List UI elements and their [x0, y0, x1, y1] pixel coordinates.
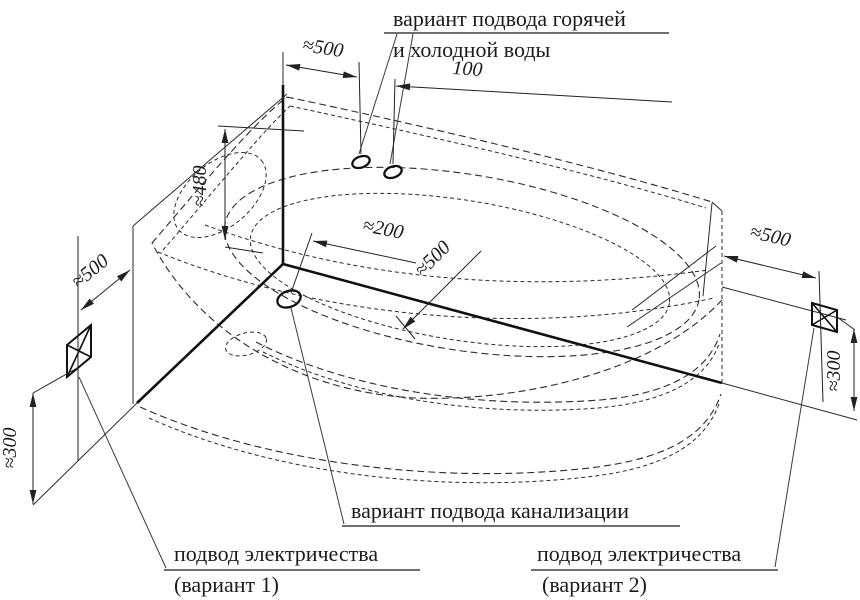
tub-drain-recess — [225, 331, 267, 357]
floor-left-extension — [32, 402, 138, 506]
extension-line — [217, 125, 305, 132]
label-text: вариант подвода канализации — [351, 498, 629, 523]
tub-apron-top-1 — [255, 333, 721, 403]
dim-100: 100 — [392, 57, 673, 165]
tub-right-end-panel-edge-1 — [702, 202, 713, 297]
dimension-text: ≈500 — [301, 34, 345, 62]
extension-line — [836, 316, 856, 331]
label-electric-variant1: подвод электричества (вариант 1) — [164, 541, 420, 597]
drain-point — [276, 289, 302, 309]
crossed-box-diagonal — [811, 309, 838, 326]
tub-deck-back-right-edge-inner — [289, 105, 707, 209]
label-text: вариант подвода горячей — [393, 6, 626, 31]
extension-line — [818, 270, 824, 403]
electric-symbol-variant1 — [66, 322, 92, 380]
dim-right-500: ≈500 — [723, 221, 824, 403]
leader-lines — [78, 33, 815, 569]
tub-right-corner-edge — [711, 201, 723, 212]
dimension-text: ≈300 — [823, 351, 845, 392]
label-text: подвод электричества — [537, 541, 741, 566]
dim-left-500: ≈500 — [67, 236, 131, 461]
crossed-box-diagonal — [66, 324, 92, 378]
bathtub-outline — [139, 96, 723, 484]
cold-water-point — [383, 164, 403, 180]
dimension-text: ≈500 — [748, 221, 793, 252]
tub-right-end-panel-edge-3 — [626, 262, 722, 328]
extension-line — [392, 78, 396, 165]
tub-deck-back-left-edge-inner — [162, 105, 291, 251]
dimension-text: ≈300 — [0, 428, 21, 469]
extension-line — [32, 366, 80, 394]
tub-deck-sweep-line-2 — [204, 224, 709, 283]
tub-apron-top-2 — [262, 343, 720, 411]
right-wall-top-edge — [721, 286, 847, 321]
label-text: и холодной воды — [393, 37, 551, 62]
dimension-line — [402, 250, 482, 330]
left-wall-top-edge — [132, 93, 288, 227]
tub-deck-sweep-line — [157, 251, 715, 320]
tub-deck-back-left-edge — [151, 96, 288, 244]
tub-apron-bottom-2 — [148, 403, 720, 484]
electric-symbol-variant2 — [811, 301, 838, 334]
label-sewage: вариант подвода канализации — [342, 498, 680, 527]
walls-and-floor — [32, 52, 858, 506]
dimension-text: 100 — [452, 57, 483, 81]
dim-right-300: ≈300 — [823, 316, 858, 411]
dim-480: ≈480 — [189, 125, 305, 254]
dimension-text: ≈480 — [189, 166, 211, 207]
dimension-line — [723, 255, 817, 279]
dimension-line — [395, 83, 673, 103]
label-electric-variant2: подвод электричества (вариант 2) — [531, 541, 778, 597]
dim-mid-500: ≈500 — [395, 236, 482, 340]
extension-line — [290, 232, 313, 294]
dimension-line — [285, 63, 358, 79]
dimension-text: ≈200 — [361, 214, 405, 243]
floor-line-left — [136, 263, 284, 404]
floor-line-right — [282, 262, 723, 385]
hot-water-leader — [358, 33, 398, 155]
dimension-text: ≈500 — [67, 250, 113, 293]
dimension-line — [80, 269, 131, 311]
tub-deck-front-edge — [151, 242, 723, 399]
electric2-leader — [774, 327, 815, 568]
label-text: подвод электричества — [174, 541, 378, 566]
hot-water-point — [351, 154, 371, 170]
tub-deck-back-right-edge — [286, 96, 713, 203]
label-water-supply: вариант подвода горячей и холодной воды — [384, 6, 669, 62]
floor-right-extension — [721, 382, 858, 421]
dim-top-500: ≈500 — [285, 34, 362, 155]
tub-narrow-end — [173, 152, 267, 238]
dimension-line — [312, 240, 417, 264]
dim-200: ≈200 — [290, 214, 417, 294]
electric1-leader — [78, 376, 167, 569]
extension-line — [224, 246, 264, 254]
label-text: (вариант 2) — [542, 572, 647, 597]
tub-apron-bottom-1 — [139, 393, 722, 475]
dim-left-300: ≈300 — [0, 366, 80, 504]
sewage-leader — [290, 307, 345, 525]
tub-bowl-outer — [224, 166, 700, 358]
tub-right-end-panel-edge-2 — [631, 245, 717, 311]
label-text: (вариант 1) — [174, 572, 279, 597]
extension-line — [358, 61, 362, 155]
